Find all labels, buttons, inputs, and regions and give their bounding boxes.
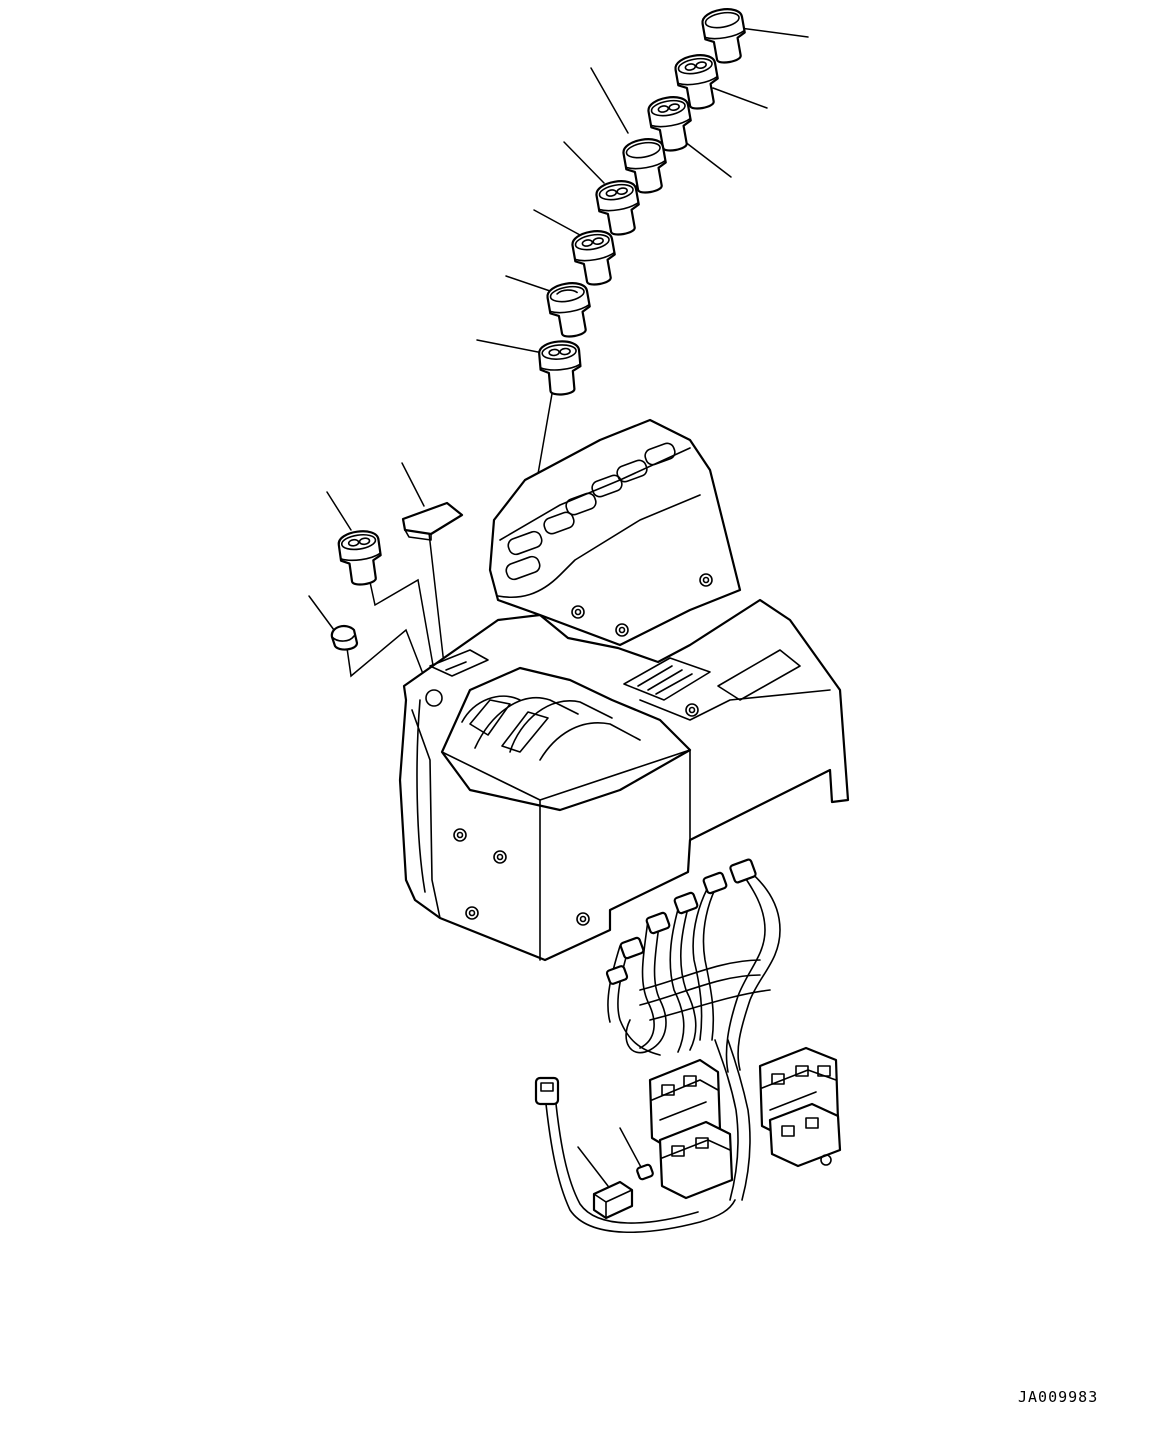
bolts: [453, 573, 713, 926]
leader-line: [679, 137, 732, 178]
rocker-switch: [336, 527, 386, 589]
harness-connector: [619, 936, 645, 960]
console-box: [398, 418, 850, 962]
assembly-line: [369, 578, 438, 689]
rocker-switch: [537, 338, 584, 398]
harness-connector: [645, 911, 671, 935]
leader-line: [326, 491, 352, 531]
harness-connector: [729, 858, 757, 884]
leader-line: [563, 141, 605, 184]
assembly-line: [346, 628, 431, 693]
plug-cap: [330, 624, 359, 651]
harness-connector: [673, 891, 699, 915]
leader-line: [739, 27, 809, 38]
relay-unit: [592, 1180, 634, 1220]
leader-line: [590, 67, 629, 134]
leader-line: [619, 1127, 643, 1170]
leader-line: [476, 339, 544, 354]
leader-line: [401, 462, 425, 507]
rocker-switch: [593, 177, 645, 239]
relay-block: [768, 1102, 842, 1168]
leader-line: [577, 1146, 609, 1187]
harness-connector: [605, 965, 629, 985]
rocker-switch: [569, 227, 621, 289]
relay-block: [658, 1120, 734, 1200]
leader-line: [308, 595, 335, 631]
rocker-switch: [544, 279, 596, 341]
switch-slots: [505, 442, 676, 581]
harness-connector: [702, 871, 728, 895]
leader-line: [533, 209, 581, 236]
leader-line: [505, 275, 554, 293]
left-loose-parts: [330, 501, 464, 651]
blank-plate: [401, 501, 464, 541]
leader-line: [712, 87, 768, 109]
rocker-switch-stack: [537, 5, 751, 398]
drawing-id-label: JA009983: [1018, 1388, 1099, 1406]
fuse: [636, 1163, 654, 1181]
wiring-harness: [534, 858, 842, 1234]
